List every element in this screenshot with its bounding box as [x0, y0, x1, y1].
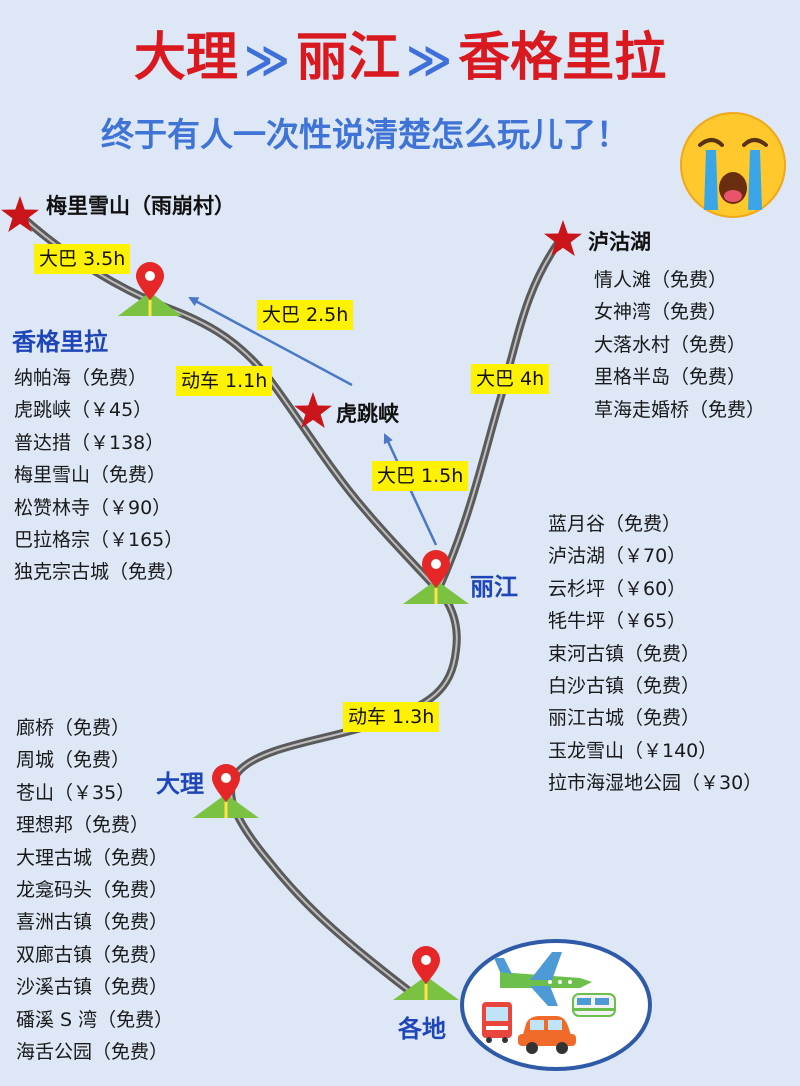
list-item: 双廊古镇（免费）	[16, 943, 169, 966]
list-item: 牦牛坪（￥65）	[548, 610, 687, 633]
city-label-lijiang: 丽江	[470, 573, 518, 601]
title-city-lijiang: 丽江	[295, 28, 400, 88]
marker-dali	[193, 764, 259, 818]
page-title: 大理≫丽江≫香格里拉	[0, 22, 800, 97]
list-item: 女神湾（免费）	[594, 301, 728, 324]
list-item: 丽江古城（免费）	[548, 707, 701, 730]
list-item: 泸沽湖（￥70）	[548, 545, 687, 568]
list-item: 海舌公园（免费）	[16, 1040, 169, 1063]
route-tag-lijiang-hutiao-bus: 大巴 1.5h	[372, 461, 469, 491]
destination-hutiao: 虎跳峡	[336, 402, 399, 426]
title-arrow: ≫	[243, 35, 290, 86]
list-item: 苍山（￥35）	[16, 781, 136, 804]
attraction-list-shangri-la: 纳帕海（免费） 虎跳峡（￥45） 普达措（￥138） 梅里雪山（免费） 松赞林寺…	[14, 362, 185, 589]
route-tag-hutiao-shangri-bus: 大巴 2.5h	[257, 300, 354, 330]
route-tag-dali-lijiang-train: 动车 1.3h	[343, 702, 440, 732]
list-item: 草海走婚桥（免费）	[594, 398, 766, 421]
attraction-list-dali: 廊桥（免费） 周城（免费） 苍山（￥35） 理想邦（免费） 大理古城（免费） 龙…	[16, 712, 173, 1068]
destination-meili: 梅里雪山（雨崩村）	[46, 194, 235, 218]
list-item: 玉龙雪山（￥140）	[548, 739, 718, 762]
list-item: 云杉坪（￥60）	[548, 577, 687, 600]
title-city-dali: 大理	[133, 28, 238, 88]
bus-icon	[482, 1002, 512, 1043]
city-label-shangri-la: 香格里拉	[12, 328, 108, 356]
list-item: 理想邦（免费）	[16, 814, 150, 837]
list-item: 巴拉格宗（￥165）	[14, 528, 184, 551]
route-tag-lijiang-lugu-bus: 大巴 4h	[471, 364, 550, 394]
list-item: 周城（免费）	[16, 749, 131, 772]
list-item: 独克宗古城（免费）	[14, 561, 186, 584]
list-item: 大理古城（免费）	[16, 846, 169, 869]
list-item: 白沙古镇（免费）	[548, 674, 701, 697]
crying-face-icon	[680, 112, 786, 218]
list-item: 普达措（￥138）	[14, 431, 165, 454]
city-label-dali: 大理	[156, 770, 204, 798]
list-item: 里格半岛（免费）	[594, 366, 747, 389]
star-icon	[1, 196, 39, 232]
list-item: 沙溪古镇（免费）	[16, 976, 169, 999]
list-item: 情人滩（免费）	[594, 269, 728, 291]
list-item: 松赞林寺（￥90）	[14, 496, 172, 519]
list-item: 纳帕海（免费）	[14, 367, 148, 389]
star-icon	[294, 392, 332, 428]
marker-origin	[393, 946, 459, 1000]
list-item: 蓝月谷（免费）	[548, 513, 682, 535]
star-icon	[544, 220, 582, 256]
list-item: 龙龛码头（免费）	[16, 878, 169, 901]
car-icon	[518, 1016, 576, 1054]
train-icon	[572, 993, 616, 1017]
list-item: 喜洲古镇（免费）	[16, 911, 169, 934]
list-item: 大落水村（免费）	[594, 333, 747, 356]
airplane-icon	[494, 952, 592, 1006]
city-label-origin: 各地	[398, 1015, 446, 1043]
list-item: 虎跳峡（￥45）	[14, 399, 153, 422]
list-item: 廊桥（免费）	[16, 717, 131, 739]
list-item: 梅里雪山（免费）	[14, 464, 167, 487]
road-lijiang-to-lugu	[434, 236, 564, 594]
list-item: 束河古镇（免费）	[548, 642, 701, 665]
road-origin-to-lijiang	[227, 586, 461, 994]
destination-lugu: 泸沽湖	[588, 230, 651, 254]
page-subtitle: 终于有人一次性说清楚怎么玩儿了！	[101, 115, 629, 154]
route-tag-lijiang-shangri-train: 动车 1.1h	[176, 366, 273, 396]
list-item: 磻溪 S 湾（免费）	[16, 1008, 174, 1031]
route-tag-meili-bus: 大巴 3.5h	[34, 244, 131, 274]
list-item: 拉市海湿地公园（￥30）	[548, 772, 763, 795]
transport-bubble	[460, 939, 652, 1071]
attraction-list-lijiang: 蓝月谷（免费） 泸沽湖（￥70） 云杉坪（￥60） 牦牛坪（￥65） 束河古镇（…	[548, 508, 762, 800]
attraction-list-lugu: 情人滩（免费） 女神湾（免费） 大落水村（免费） 里格半岛（免费） 草海走婚桥（…	[594, 264, 765, 426]
title-arrow: ≫	[406, 35, 453, 86]
marker-shangri-la	[118, 262, 182, 316]
arrow-hutiao-to-shangri-la	[188, 296, 353, 387]
marker-lijiang	[403, 550, 469, 604]
title-city-shangri-la: 香格里拉	[458, 28, 667, 88]
